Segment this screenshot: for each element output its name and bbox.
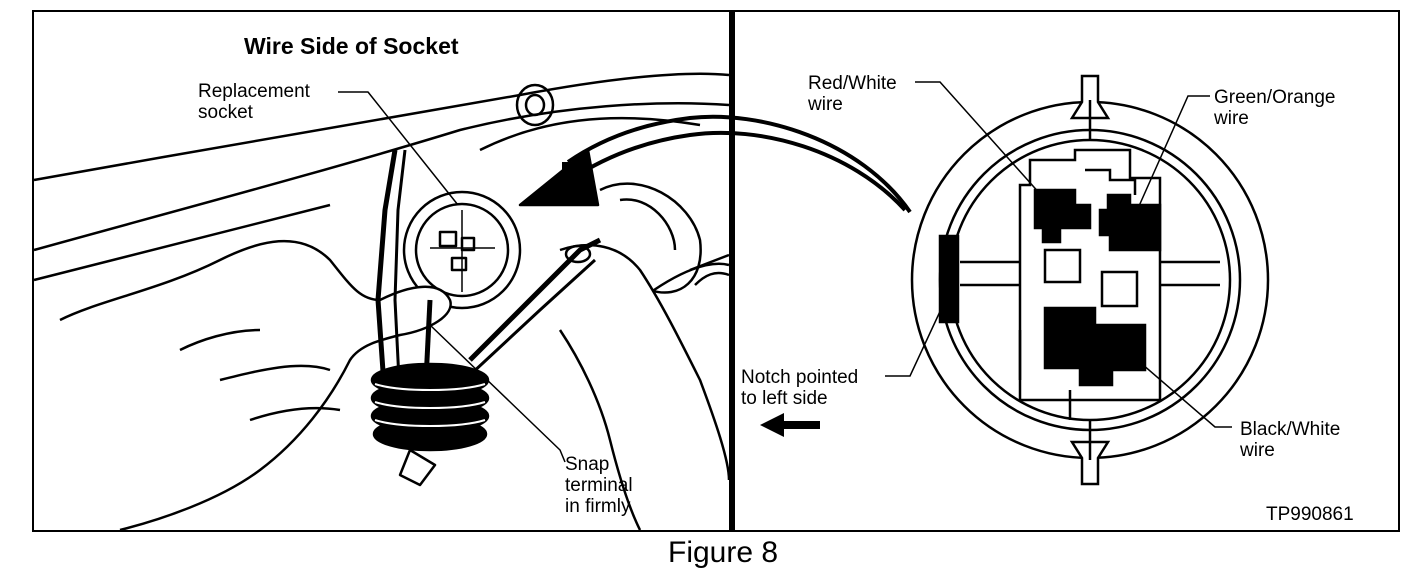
black-white-leader	[1119, 344, 1232, 428]
square-slot-1	[1043, 248, 1082, 284]
green-orange-label: Green/Orange wire	[1214, 87, 1336, 129]
bottom-key	[1069, 440, 1111, 486]
top-key	[1069, 74, 1111, 120]
notch	[938, 234, 960, 324]
socket-leader	[338, 91, 459, 206]
panel-divider	[729, 10, 735, 532]
snap-terminal-label: Snap terminal in firmly	[565, 454, 633, 517]
red-white-leader	[915, 81, 1051, 206]
snap-leader	[429, 324, 566, 463]
notch-label: Notch pointed to left side	[741, 367, 859, 409]
panel-title: Wire Side of Socket	[244, 33, 459, 59]
black-white-terminal	[1043, 306, 1147, 387]
mounting-boss	[515, 83, 555, 127]
square-slot-2	[1100, 270, 1139, 308]
housing-edge	[33, 72, 730, 182]
green-orange-leader	[1134, 95, 1210, 216]
black-white-label: Black/White wire	[1240, 419, 1341, 461]
right-panel-art	[885, 74, 1270, 486]
arrow-head	[518, 148, 600, 207]
rotation-arrow	[568, 130, 907, 212]
left-hand	[59, 239, 452, 532]
wire-tie	[398, 448, 437, 487]
left-panel-art	[33, 72, 912, 532]
right-hand	[559, 243, 731, 481]
figure-frame	[32, 10, 1400, 532]
figure-caption: Figure 8	[668, 536, 779, 569]
notch-leader	[885, 289, 951, 377]
terminal-wire-1	[375, 149, 398, 401]
replacement-socket-label: Replacement socket	[198, 81, 310, 123]
socket-outer-ring	[910, 100, 1270, 460]
left-arrow	[760, 413, 820, 437]
pliers	[468, 237, 602, 362]
green-orange-terminal	[1098, 193, 1162, 252]
rubber-grommet	[370, 362, 490, 452]
red-white-label: Red/White wire	[808, 73, 897, 115]
figure-code: TP990861	[1266, 504, 1354, 525]
